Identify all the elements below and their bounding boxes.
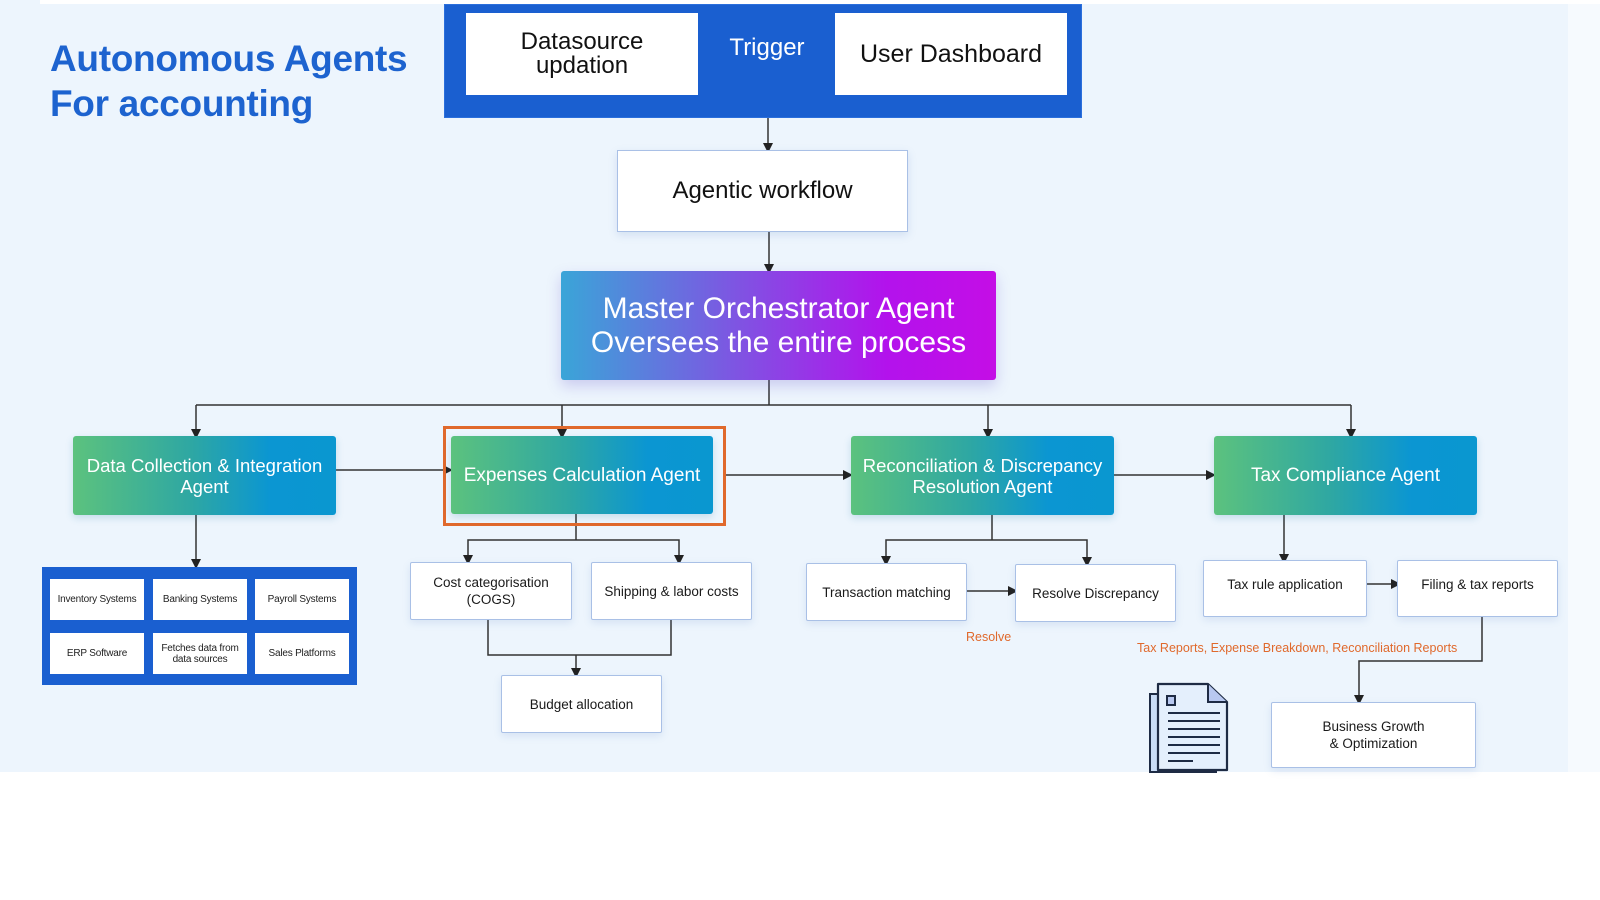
filing-reports-box[interactable]: Filing & tax reports: [1397, 560, 1558, 617]
source-label: Inventory Systems: [57, 594, 137, 605]
user-dashboard-label: User Dashboard: [859, 39, 1043, 68]
step-label: Tax rule application: [1227, 577, 1343, 592]
source-label: Sales Platforms: [268, 648, 336, 659]
agentic-workflow-box[interactable]: Agentic workflow: [617, 150, 908, 232]
trigger-label: Trigger: [729, 34, 805, 61]
selection-highlight: [443, 426, 726, 526]
step-label: Budget allocation: [529, 696, 634, 712]
agent-tax-compliance[interactable]: Tax Compliance Agent: [1214, 436, 1477, 515]
step-label: Filing & tax reports: [1421, 577, 1534, 592]
title-line-2: For accounting: [50, 83, 314, 124]
step-label: Cost categorisation (COGS): [433, 575, 549, 607]
right-strip: [1568, 4, 1600, 772]
agent-label: Data Collection & Integration Agent: [86, 454, 323, 497]
step-label: Transaction matching: [822, 584, 951, 600]
shipping-labor-box[interactable]: Shipping & labor costs: [591, 562, 752, 620]
edge-shipping-budget: [576, 620, 672, 656]
source-label: ERP Software: [66, 648, 128, 659]
edge-split-matching: [881, 539, 992, 566]
agent-label: Tax Compliance Agent: [1250, 465, 1441, 486]
source-banking[interactable]: Banking Systems: [153, 579, 247, 620]
edge-cogs-budget: [487, 620, 576, 656]
source-label: Banking Systems: [162, 594, 238, 605]
business-growth-box[interactable]: Business Growth & Optimization: [1271, 702, 1476, 768]
page-title: Autonomous Agents For accounting: [50, 36, 408, 126]
datasource-updation-label: Datasource updation: [520, 28, 644, 79]
source-erp[interactable]: ERP Software: [50, 633, 144, 674]
agent-expenses-calculation[interactable]: Expenses Calculation Agent: [451, 436, 713, 514]
agent-label: Reconciliation & Discrepancy Resolution …: [862, 454, 1103, 497]
tax-rule-box[interactable]: Tax rule application: [1203, 560, 1367, 617]
source-label: Payroll Systems: [267, 594, 337, 605]
master-subtitle: Oversees the entire process: [590, 325, 967, 359]
master-orchestrator-box[interactable]: Master Orchestrator Agent Oversees the e…: [561, 271, 996, 380]
step-label: Resolve Discrepancy: [1032, 585, 1159, 601]
document-icon: [1149, 682, 1229, 773]
source-fetches-data[interactable]: Fetches data from data sources: [153, 633, 247, 674]
cost-categorisation-box[interactable]: Cost categorisation (COGS): [410, 562, 572, 620]
source-label: Fetches data from data sources: [161, 642, 239, 665]
resolve-discrepancy-box[interactable]: Resolve Discrepancy: [1015, 564, 1176, 622]
title-line-1: Autonomous Agents: [50, 38, 408, 79]
source-inventory[interactable]: Inventory Systems: [50, 579, 144, 620]
edge-split-cogs: [463, 539, 576, 565]
agent-reconciliation[interactable]: Reconciliation & Discrepancy Resolution …: [851, 436, 1114, 515]
agentic-workflow-label: Agentic workflow: [672, 177, 853, 204]
master-title: Master Orchestrator Agent: [602, 291, 955, 325]
source-sales[interactable]: Sales Platforms: [255, 633, 349, 674]
agent-data-collection[interactable]: Data Collection & Integration Agent: [73, 436, 336, 515]
edge-split-resolve: [992, 539, 1092, 567]
agent-label: Expenses Calculation Agent: [463, 464, 701, 486]
edge-filing-outcome: [1354, 616, 1483, 705]
transaction-matching-box[interactable]: Transaction matching: [806, 563, 967, 621]
budget-allocation-box[interactable]: Budget allocation: [501, 675, 662, 733]
resolve-note: Resolve: [966, 630, 1012, 644]
source-payroll[interactable]: Payroll Systems: [255, 579, 349, 620]
reports-note: Tax Reports, Expense Breakdown, Reconcil…: [1137, 641, 1458, 655]
step-label: Shipping & labor costs: [604, 583, 739, 599]
edge-split-shipping: [576, 539, 684, 565]
user-dashboard-box[interactable]: User Dashboard: [835, 13, 1067, 95]
step-label: Business Growth & Optimization: [1322, 719, 1425, 751]
top-strip: [40, 0, 1600, 4]
datasource-updation-box[interactable]: Datasource updation: [466, 13, 698, 95]
